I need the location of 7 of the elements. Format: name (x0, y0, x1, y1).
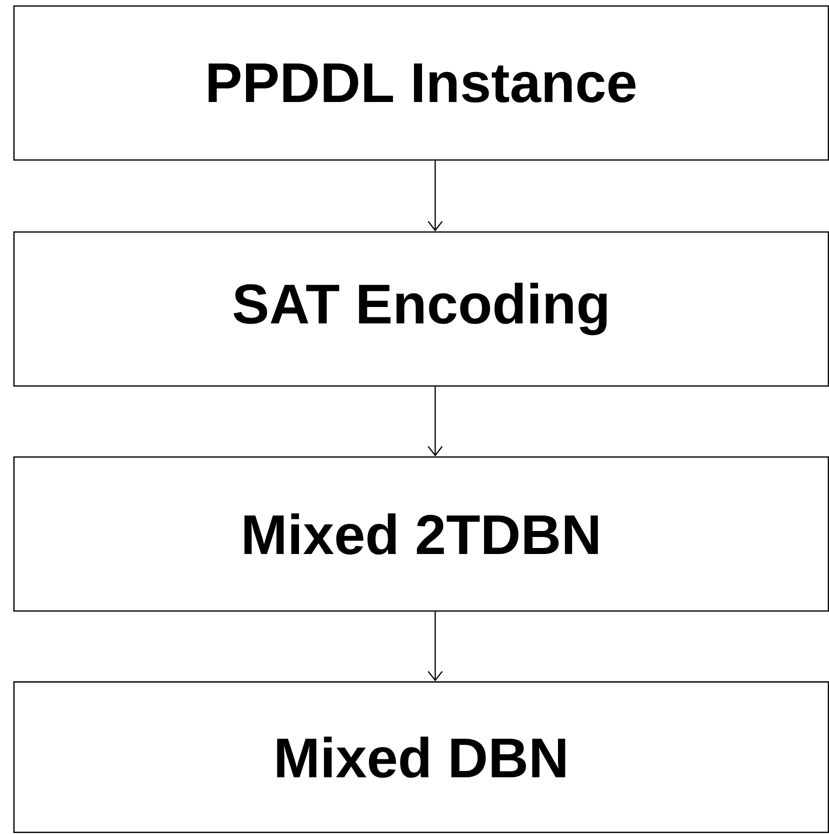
arrow (428, 386, 443, 456)
process-box: PPDDL Instance (13, 5, 829, 161)
arrow (428, 612, 443, 682)
process-box: SAT Encoding (13, 231, 829, 387)
process-box: Mixed DBN (13, 681, 829, 834)
process-box: Mixed 2TDBN (13, 456, 829, 612)
arrow (428, 160, 443, 232)
